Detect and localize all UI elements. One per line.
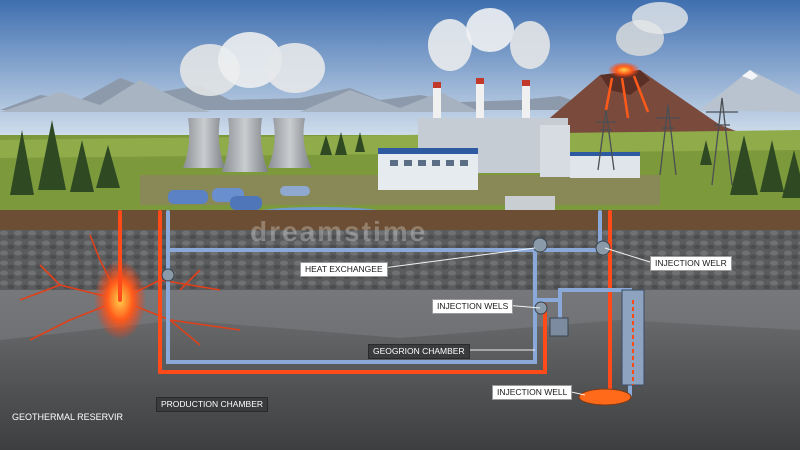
label-injection-welr: INJECTION WELR bbox=[650, 256, 732, 271]
trees bbox=[10, 120, 800, 198]
injection-well-base bbox=[578, 388, 632, 406]
volcano bbox=[530, 2, 760, 140]
cooling-towers bbox=[180, 32, 325, 172]
label-geogrion-chamber: GEOGRION CHAMBER bbox=[368, 344, 470, 359]
label-injection-well: INJECTION WELL bbox=[492, 385, 573, 400]
label-injection-wels: INJECTION WELS bbox=[432, 299, 514, 314]
surface-equipment bbox=[168, 186, 555, 214]
watermark: dreamstime bbox=[250, 216, 428, 247]
power-pylons bbox=[596, 97, 738, 186]
label-geothermal-reservoir: GEOTHERMAL RESERVIR bbox=[12, 412, 124, 422]
label-production-chamber: PRODUCTION CHAMBER bbox=[156, 397, 269, 412]
hot-pipes bbox=[118, 210, 612, 397]
leader-heat-exchanger bbox=[382, 247, 536, 269]
power-plant bbox=[378, 8, 640, 190]
leader-injection-welr bbox=[604, 247, 651, 263]
label-heat-exchanger: HEAT EXCHANGEE bbox=[300, 262, 388, 277]
